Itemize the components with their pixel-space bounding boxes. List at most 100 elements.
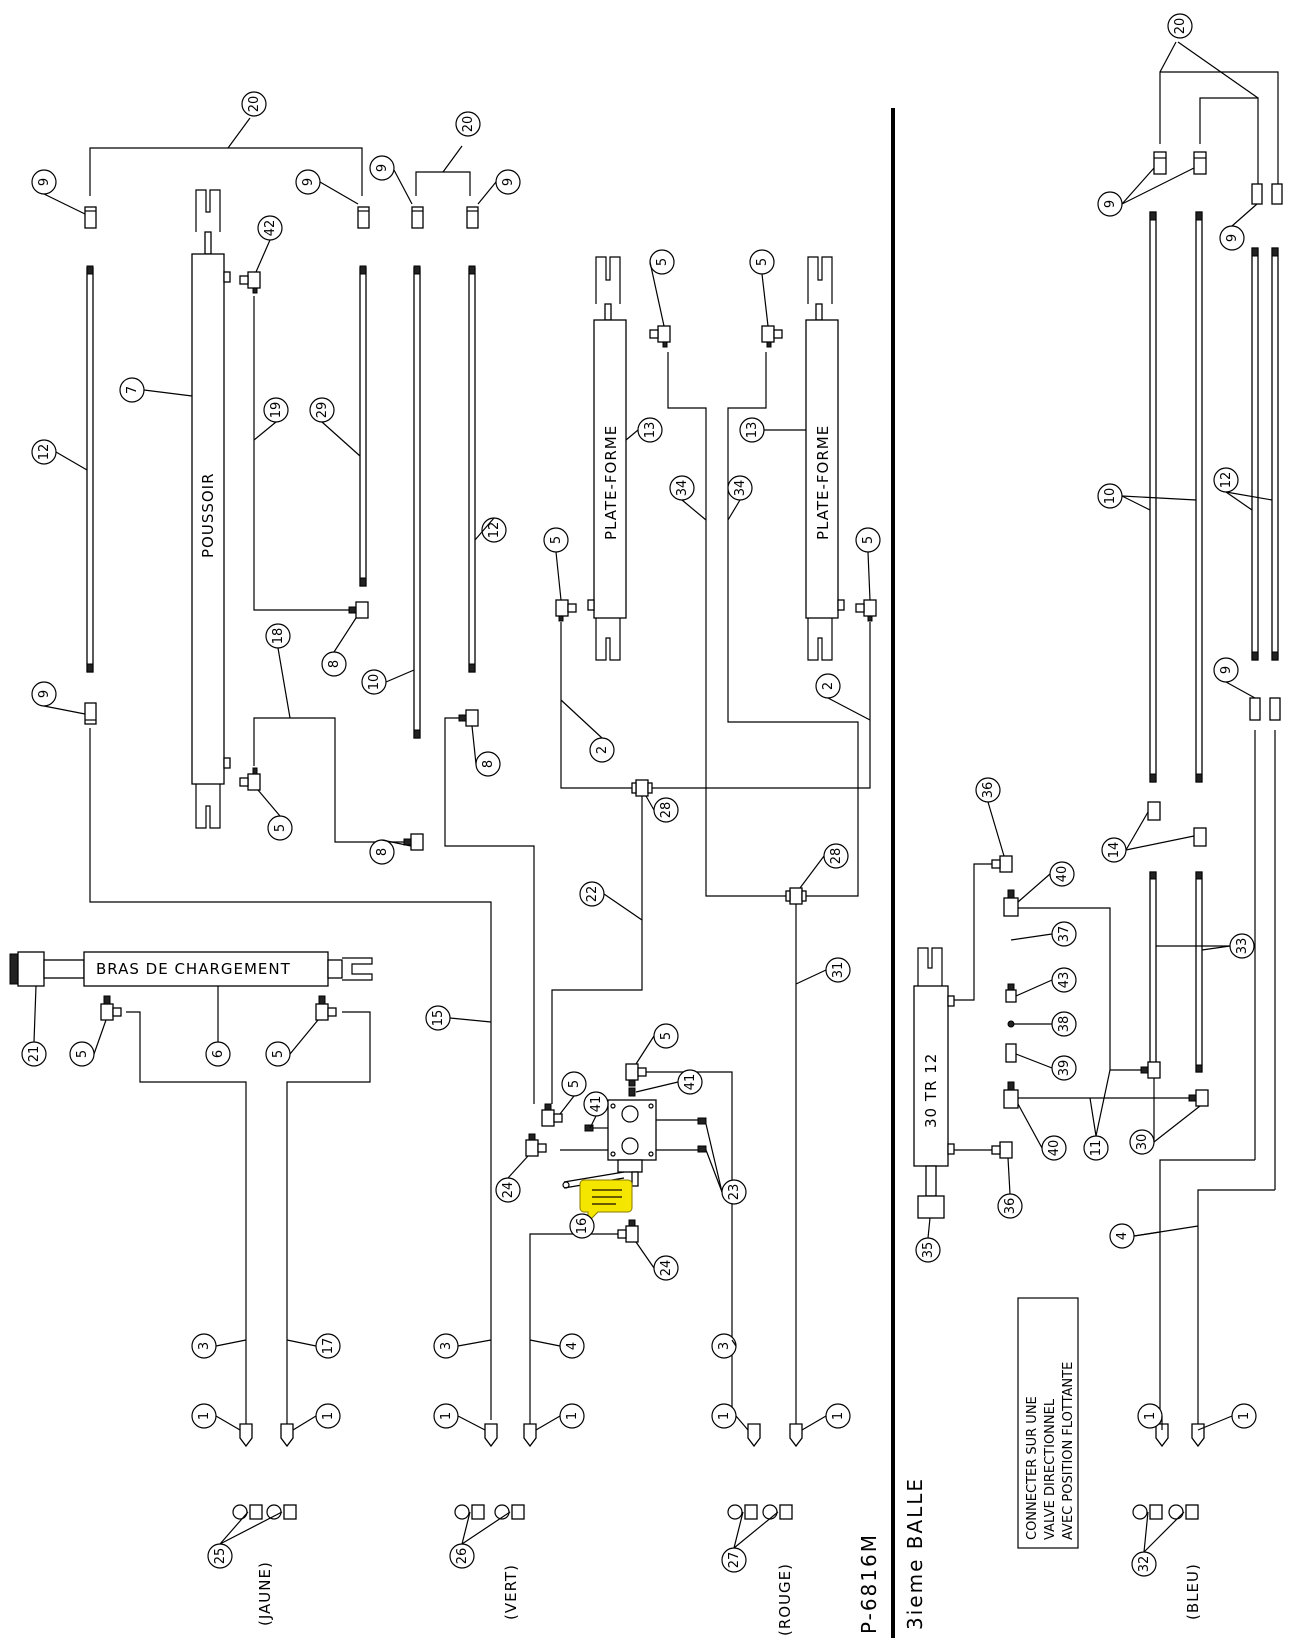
fitting-9-c — [411, 206, 424, 229]
callout-2: 2 — [815, 673, 841, 699]
callout-36: 36 — [975, 777, 1001, 803]
note-line-3: AVEC POSITION FLOTTANTE — [1061, 1362, 1076, 1540]
callout-38: 38 — [1051, 1011, 1077, 1037]
svg-text:20: 20 — [247, 96, 262, 113]
svg-text:3: 3 — [197, 1342, 212, 1350]
callout-24: 24 — [495, 1177, 521, 1203]
svg-text:9: 9 — [37, 178, 52, 186]
control-valve — [562, 1087, 707, 1189]
plate-forme-2-label: PLATE-FORME — [814, 425, 832, 540]
callout-15: 15 — [425, 1005, 451, 1031]
svg-text:25: 25 — [213, 1548, 228, 1565]
callout-9: 9 — [1097, 191, 1123, 217]
callout-12: 12 — [1213, 467, 1239, 493]
callout-28: 28 — [653, 797, 679, 823]
svg-text:23: 23 — [727, 1184, 742, 1201]
couplers-bleu — [1132, 1423, 1205, 1520]
svg-text:17: 17 — [321, 1338, 336, 1355]
svg-text:5: 5 — [271, 1050, 286, 1058]
svg-text:6: 6 — [211, 1050, 226, 1058]
fitting-24-b — [617, 1219, 639, 1243]
svg-text:13: 13 — [745, 422, 760, 439]
callout-41: 41 — [677, 1069, 703, 1095]
note-line-2: VALVE DIRECTIONNEL — [1043, 1398, 1058, 1540]
svg-text:37: 37 — [1057, 926, 1072, 943]
callout-9: 9 — [495, 169, 521, 195]
fitting-9-r-c — [1251, 183, 1263, 205]
callout-22: 22 — [579, 881, 605, 907]
tee-28-b — [785, 887, 807, 1426]
svg-text:35: 35 — [921, 1242, 936, 1259]
couplers-jaune — [232, 1423, 297, 1520]
callout-24: 24 — [653, 1255, 679, 1281]
callout-5: 5 — [749, 249, 775, 275]
svg-text:28: 28 — [659, 802, 674, 819]
callout-1: 1 — [433, 1403, 459, 1429]
svg-text:28: 28 — [829, 848, 844, 865]
callout-5: 5 — [649, 249, 675, 275]
callout-18: 18 — [265, 623, 291, 649]
vert-label: (VERT) — [502, 1564, 520, 1620]
fitting-5-valve-a — [625, 1063, 647, 1087]
svg-text:11: 11 — [1089, 1140, 1104, 1157]
svg-text:43: 43 — [1057, 972, 1072, 989]
svg-text:31: 31 — [831, 962, 846, 979]
callout-20: 20 — [241, 91, 267, 117]
callout-1: 1 — [559, 1403, 585, 1429]
svg-text:20: 20 — [461, 116, 476, 133]
svg-text:32: 32 — [1137, 1556, 1152, 1573]
fitting-5-poussoir — [239, 767, 261, 791]
svg-text:18: 18 — [271, 628, 286, 645]
callout-8: 8 — [321, 651, 347, 677]
fitting-40-b — [1003, 1081, 1019, 1109]
hose-33-b — [1195, 871, 1203, 1073]
callout-5: 5 — [561, 1071, 587, 1097]
svg-text:10: 10 — [367, 674, 382, 691]
svg-text:36: 36 — [981, 782, 996, 799]
callout-3: 3 — [711, 1333, 737, 1359]
fitting-14-b — [1193, 827, 1207, 847]
svg-text:38: 38 — [1057, 1016, 1072, 1033]
svg-text:9: 9 — [375, 164, 390, 172]
svg-text:1: 1 — [321, 1412, 336, 1420]
callout-19: 19 — [263, 397, 289, 423]
comment-icon[interactable] — [579, 1179, 633, 1224]
callout-41: 41 — [583, 1091, 609, 1117]
leaders — [33, 167, 1273, 1553]
callout-43: 43 — [1051, 967, 1077, 993]
callout-5: 5 — [543, 527, 569, 553]
callout-2: 2 — [589, 737, 615, 763]
callout-28: 28 — [823, 843, 849, 869]
callout-1: 1 — [711, 1403, 737, 1429]
svg-text:5: 5 — [75, 1050, 90, 1058]
callout-5: 5 — [267, 815, 293, 841]
svg-text:4: 4 — [565, 1342, 580, 1350]
callout-17: 17 — [315, 1333, 341, 1359]
fitting-8-a — [348, 601, 369, 619]
fitting-9-b — [357, 206, 370, 229]
svg-text:12: 12 — [37, 444, 52, 461]
svg-text:12: 12 — [487, 522, 502, 539]
svg-text:5: 5 — [861, 536, 876, 544]
fitting-36-b — [991, 1141, 1013, 1159]
svg-text:14: 14 — [1107, 842, 1122, 859]
svg-text:21: 21 — [27, 1046, 42, 1063]
svg-text:16: 16 — [575, 1218, 590, 1235]
jaune-label: (JAUNE) — [256, 1561, 274, 1626]
fitting-9-d — [466, 206, 479, 229]
callout-34: 34 — [727, 475, 753, 501]
callout-33: 33 — [1229, 933, 1255, 959]
svg-text:9: 9 — [1225, 234, 1240, 242]
svg-text:2: 2 — [821, 682, 836, 690]
svg-text:41: 41 — [589, 1096, 604, 1113]
fitting-24-a — [525, 1133, 547, 1157]
svg-text:24: 24 — [501, 1182, 516, 1199]
fitting-38 — [1007, 1020, 1015, 1028]
callout-20: 20 — [1167, 13, 1193, 39]
svg-text:5: 5 — [755, 258, 770, 266]
fitting-9-r-b — [1193, 151, 1207, 175]
svg-text:8: 8 — [327, 660, 342, 668]
svg-text:8: 8 — [481, 760, 496, 768]
fitting-9-r-d — [1271, 183, 1283, 205]
callout-1: 1 — [1137, 1403, 1163, 1429]
